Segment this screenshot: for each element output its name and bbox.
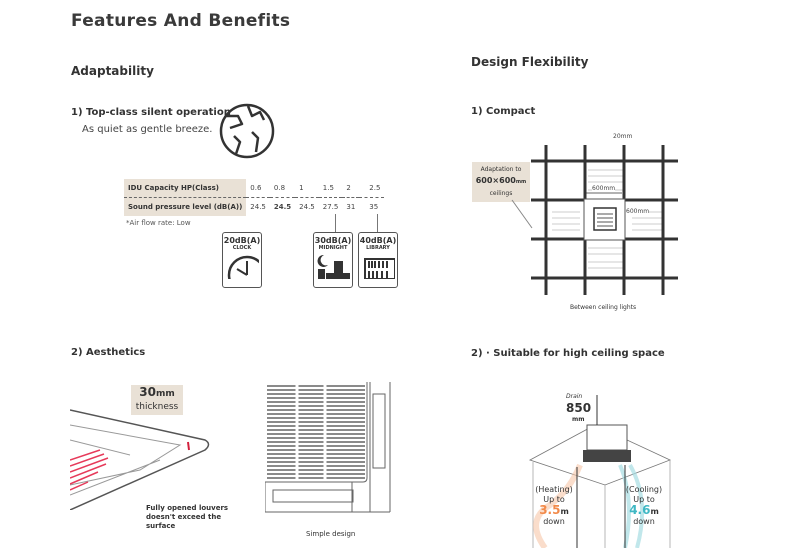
cell: 0.8 xyxy=(269,179,296,198)
city-night-icon xyxy=(317,254,350,279)
dim-height: 600mm xyxy=(626,208,650,215)
db-value: 30dB(A) xyxy=(314,236,352,245)
high-ceiling-diagram xyxy=(528,395,672,548)
db-value: 40dB(A) xyxy=(359,236,397,245)
heating-down: down xyxy=(543,517,565,526)
design-heading: Design Flexibility xyxy=(471,55,589,69)
heating-label: (Heating) xyxy=(535,485,573,494)
thickness-label: thickness xyxy=(135,402,179,412)
comparison-name: LIBRARY xyxy=(366,245,390,251)
page-title: Features And Benefits xyxy=(71,11,291,31)
dim-width: 600mm xyxy=(592,185,616,192)
cell: 1 xyxy=(295,179,319,198)
silent-subtitle: As quiet as gentle breeze. xyxy=(82,124,213,135)
drain-value: 850 xyxy=(566,401,592,415)
db-value: 20dB(A) xyxy=(223,236,261,245)
cooling-unit: m xyxy=(650,507,659,516)
cooling-value: 4.6 xyxy=(629,503,651,517)
callout-line xyxy=(511,199,533,229)
breeze-globe-icon xyxy=(219,103,275,159)
dim-top: 20mm xyxy=(613,133,633,140)
bookshelf-icon xyxy=(364,258,396,280)
adapt-unit: mm xyxy=(515,179,527,185)
drain-unit: mm xyxy=(572,416,585,423)
heating-value: 3.5 xyxy=(539,503,561,517)
cooling-down: down xyxy=(633,517,655,526)
comparison-name: CLOCK xyxy=(232,245,252,251)
cell: 35 xyxy=(369,203,379,211)
clock-icon xyxy=(227,255,267,295)
adapt-line3: ceilings xyxy=(489,190,513,197)
cooling-info: (Cooling) Up to 4.6m down xyxy=(622,485,666,527)
heating-upto: Up to xyxy=(543,495,565,504)
cell-highlight: 24.5 xyxy=(273,203,292,211)
compact-title: 1) Compact xyxy=(471,106,536,117)
cell: 24.5 xyxy=(299,203,315,211)
ceiling-grid-diagram xyxy=(531,145,678,295)
thickness-callout: 30mm thickness xyxy=(131,385,183,415)
adapt-line1: Adaptation to xyxy=(480,166,522,173)
thickness-value: 30 xyxy=(139,385,156,399)
comparison-clock: 20dB(A) CLOCK xyxy=(222,232,267,295)
table-note: *Air flow rate: Low xyxy=(126,219,191,227)
connector-line xyxy=(377,214,378,232)
silent-title: 1) Top-class silent operation xyxy=(71,107,231,118)
sound-row: Sound pressure level (dB(A)) 24.5 24.5 2… xyxy=(124,197,384,216)
sound-table: IDU Capacity HP(Class) 0.6 0.8 1 1.5 2 2… xyxy=(124,179,385,216)
louver-note: Fully opened louvers doesn't exceed the … xyxy=(146,504,229,530)
row-label: IDU Capacity HP(Class) xyxy=(124,179,247,198)
capacity-row: IDU Capacity HP(Class) 0.6 0.8 1 1.5 2 2… xyxy=(124,179,385,198)
compact-caption: Between ceiling lights xyxy=(570,304,637,311)
drain-label: Drain xyxy=(566,393,583,400)
simple-caption: Simple design xyxy=(306,530,356,538)
aesthetics-title: 2) Aesthetics xyxy=(71,347,146,358)
comparison-midnight: 30dB(A) MIDNIGHT xyxy=(313,232,353,288)
heating-info: (Heating) Up to 3.5m down xyxy=(532,485,576,527)
adapt-size: 600×600 xyxy=(475,176,516,185)
cell: 0.6 xyxy=(246,179,270,198)
cooling-upto: Up to xyxy=(633,495,655,504)
connector-line xyxy=(335,214,336,232)
cooling-label: (Cooling) xyxy=(625,485,663,494)
cassette-edge-illustration xyxy=(70,409,210,510)
adaptability-heading: Adaptability xyxy=(71,64,154,78)
simple-design-illustration xyxy=(265,382,391,513)
ceiling-title: 2) · Suitable for high ceiling space xyxy=(471,348,665,359)
cell: 27.5 xyxy=(322,203,339,211)
comparison-library: 40dB(A) LIBRARY xyxy=(358,232,398,288)
heating-unit: m xyxy=(560,507,569,516)
row-label: Sound pressure level (dB(A)) xyxy=(124,197,247,216)
thickness-unit: mm xyxy=(155,389,175,399)
comparison-name: MIDNIGHT xyxy=(318,245,348,251)
adaptation-callout: Adaptation to 600×600mm ceilings xyxy=(472,162,530,202)
cell: 2 xyxy=(342,179,360,198)
cell: 1.5 xyxy=(318,179,343,198)
cell: 24.5 xyxy=(250,203,266,211)
cell: 2.5 xyxy=(359,179,385,198)
cell: 31 xyxy=(346,203,356,211)
